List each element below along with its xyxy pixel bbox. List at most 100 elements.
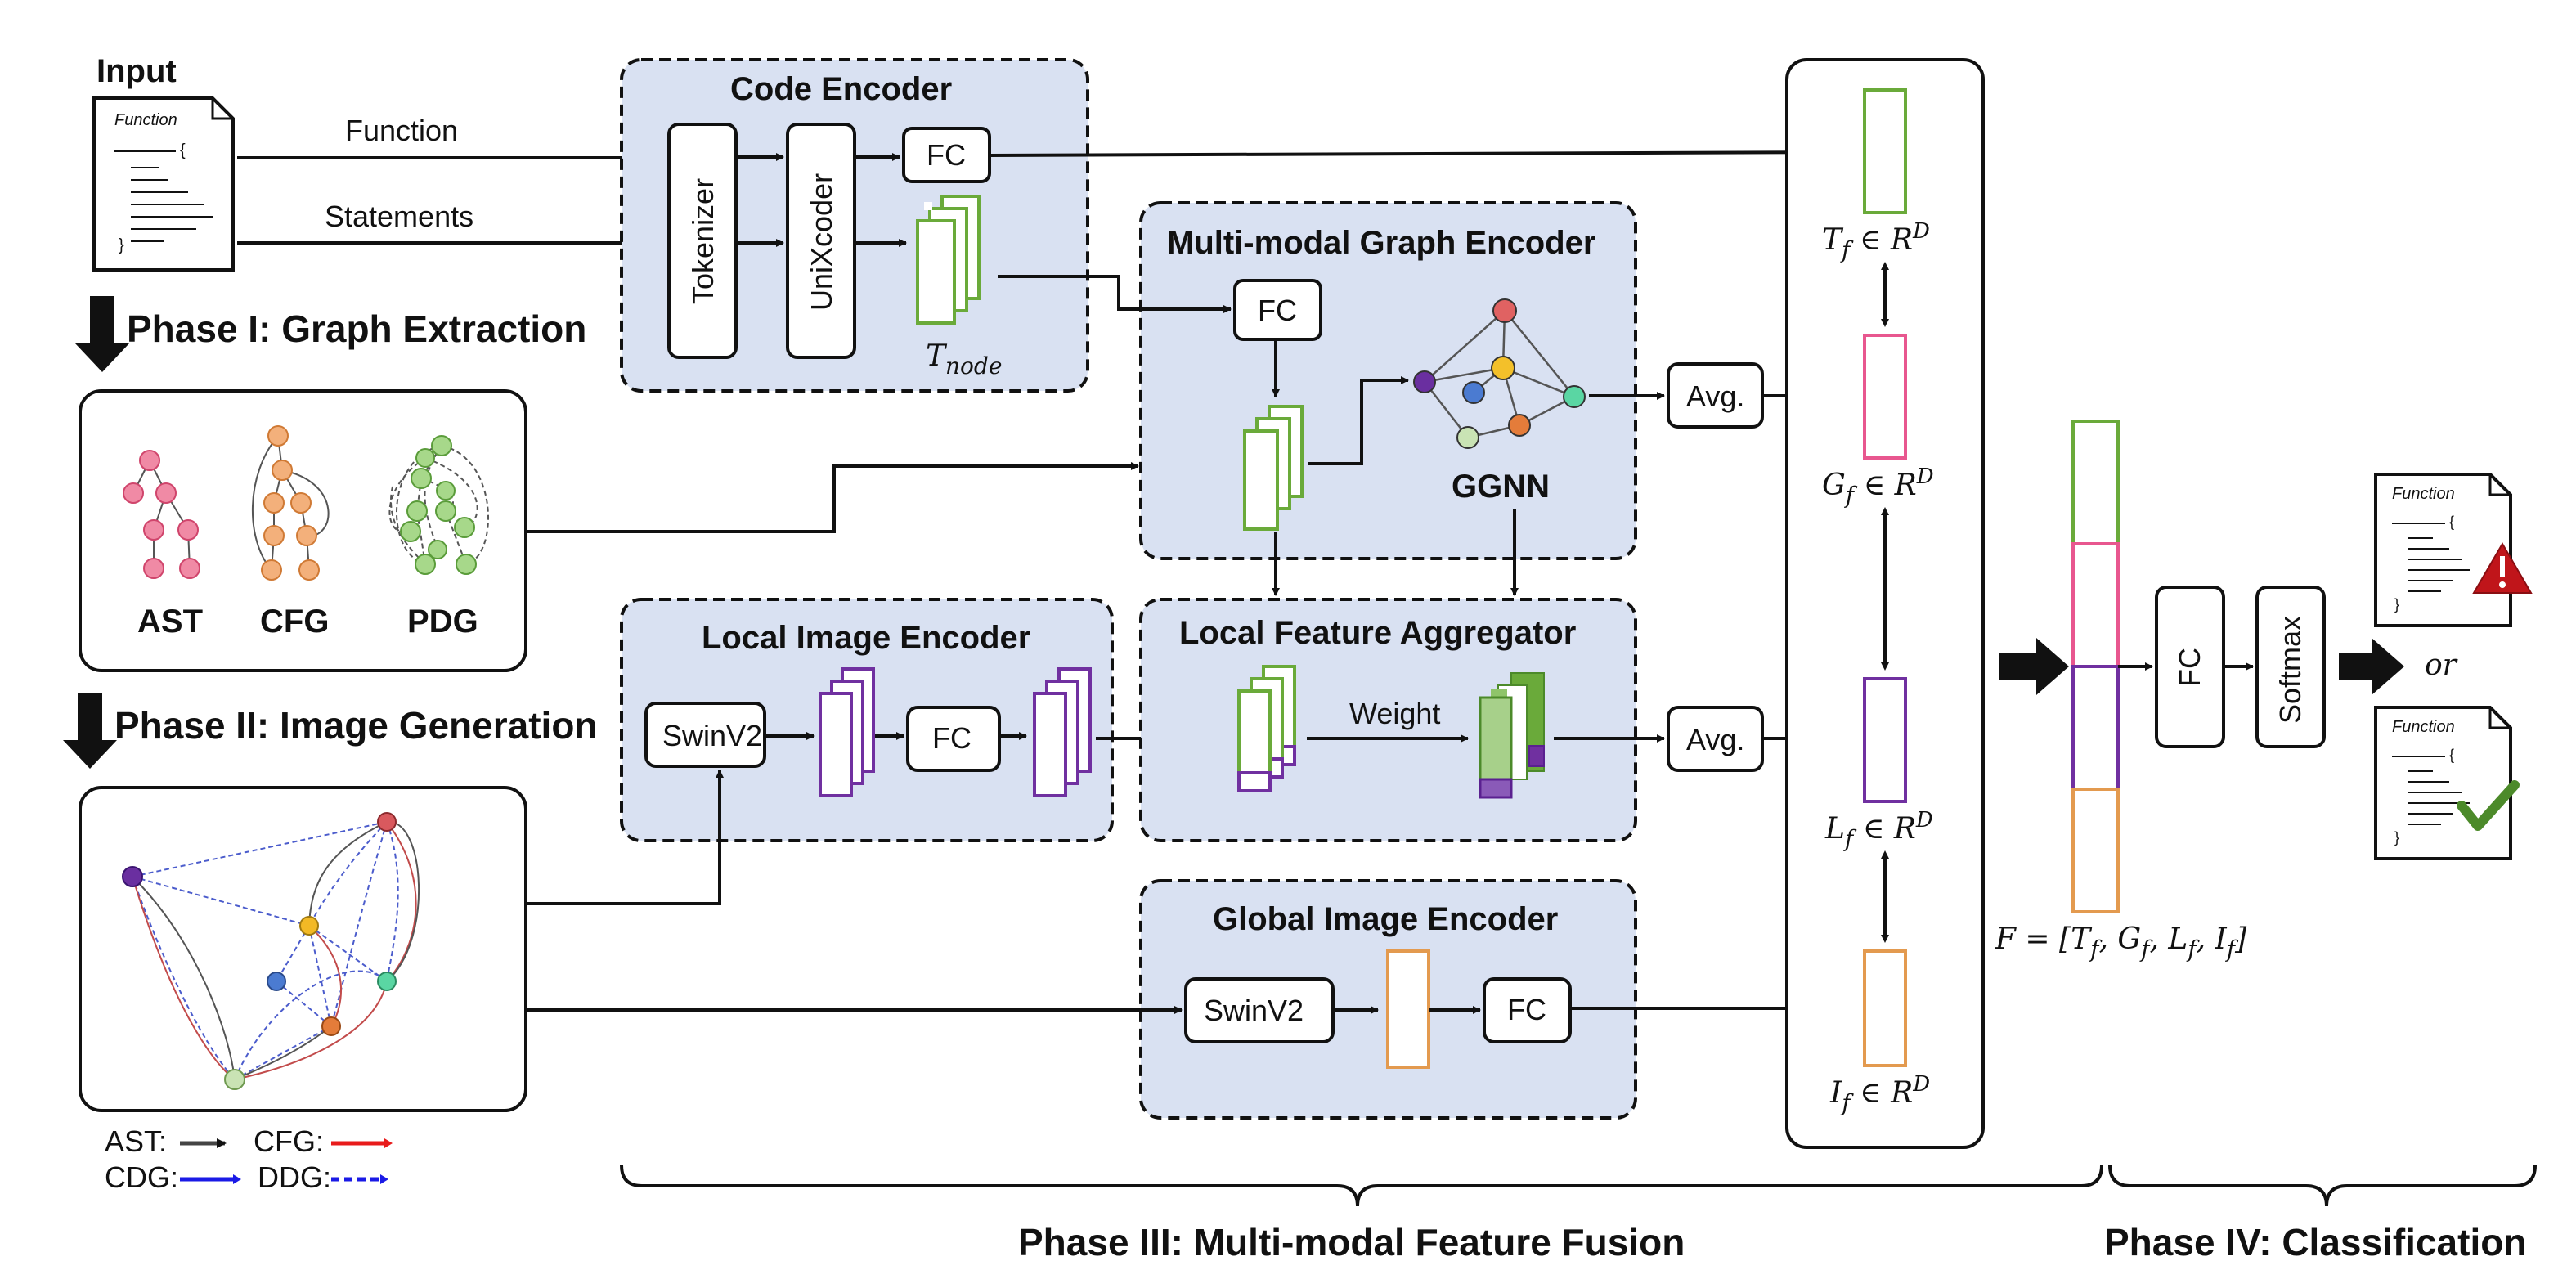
pdg-label: PDG <box>407 604 478 640</box>
local-fc-feature-stack <box>1033 667 1092 797</box>
tf-base: T <box>1822 223 1844 257</box>
if-base: I <box>1829 1076 1842 1110</box>
safe-output-document: Function { } <box>2374 706 2512 860</box>
if-vector <box>1863 949 1907 1067</box>
tf-sup: D <box>1912 219 1930 244</box>
avg-local-label: Avg. <box>1686 723 1744 756</box>
phase1-label: Phase I: Graph Extraction <box>127 307 586 350</box>
phase2-label: Phase II: Image Generation <box>114 704 598 747</box>
image-generation-panel <box>79 786 527 1112</box>
phase1-down-arrow <box>75 296 129 372</box>
tf-in: ∈ R <box>1850 223 1913 257</box>
gf-base: G <box>1822 469 1846 502</box>
avg-graph-label: Avg. <box>1686 379 1744 413</box>
if-sup: D <box>1912 1072 1930 1097</box>
fused-part1: F = [T <box>1995 922 2093 956</box>
ast-graph-icon <box>123 450 200 579</box>
or-label: or <box>2425 648 2458 682</box>
code-encoder-title: Code Encoder <box>730 71 952 107</box>
cfg-graph-icon <box>252 425 330 581</box>
if-in: ∈ R <box>1851 1076 1914 1110</box>
vulnerable-doc-title: Function <box>2392 485 2455 503</box>
weight-label: Weight <box>1349 697 1440 730</box>
legend-ddg: DDG: <box>258 1160 331 1194</box>
safe-doc-title: Function <box>2392 718 2455 736</box>
fused-part4: , I <box>2197 922 2228 956</box>
generated-graph-image <box>122 812 420 1090</box>
fusion-arrow <box>1999 638 2069 695</box>
safe-doc-brace-open: { <box>2449 747 2454 763</box>
classifier-fc-label: FC <box>2173 648 2206 687</box>
local-swin-label: SwinV2 <box>662 719 762 752</box>
global-swin-label: SwinV2 <box>1204 994 1304 1027</box>
arrow-graph-panel-to-encoder <box>526 462 1139 533</box>
legend-cfg: CFG: <box>254 1124 324 1158</box>
unixcoder-label: UniXcoder <box>805 173 838 311</box>
global-fc-box <box>1483 977 1572 1043</box>
graph-node-feature-stack <box>1243 405 1304 531</box>
global-fc-label: FC <box>1507 993 1546 1026</box>
fused-feature-vector <box>2071 420 2120 913</box>
tokenizer-box <box>667 123 738 359</box>
graph-encoder-title: Multi-modal Graph Encoder <box>1167 225 1595 261</box>
graph-fc-label: FC <box>1258 294 1297 327</box>
ast-label: AST <box>137 604 203 640</box>
phase3-brace <box>620 1165 2103 1207</box>
vulnerable-doc-brace-close: } <box>2394 596 2399 613</box>
function-label: Function <box>345 114 458 147</box>
lf-in: ∈ R <box>1853 812 1916 846</box>
t-node-base: T <box>926 339 948 373</box>
phase3-label: Phase III: Multi-modal Feature Fusion <box>1018 1221 1685 1263</box>
arrow-tnode-to-graph-fc <box>998 275 1232 313</box>
tf-vector <box>1863 88 1907 214</box>
cfg-label: CFG <box>260 604 329 640</box>
lf-label: Lf ∈ RD <box>1824 808 1933 852</box>
weighted-feature-stack <box>1479 672 1545 799</box>
input-doc-brace-open: { <box>180 141 186 159</box>
softmax-label: Softmax <box>2273 616 2307 724</box>
gf-vector <box>1863 334 1907 460</box>
lf-sup: D <box>1915 808 1933 832</box>
t-node-feature-stack <box>916 195 981 325</box>
gf-in: ∈ R <box>1854 469 1917 502</box>
warning-icon <box>2472 542 2533 594</box>
local-image-encoder-title: Local Image Encoder <box>702 620 1030 656</box>
input-doc-title: Function <box>114 111 177 129</box>
unixcoder-box <box>786 123 856 359</box>
if-label: If ∈ RD <box>1829 1072 1930 1116</box>
arrow-image-to-local-swin <box>526 770 724 905</box>
vulnerable-doc-brace-open: { <box>2449 514 2454 530</box>
graph-fc-box <box>1233 279 1322 341</box>
lf-base: L <box>1824 812 1845 846</box>
input-doc-brace-close: } <box>119 236 124 254</box>
legend-ast: AST: <box>105 1124 167 1158</box>
softmax-box <box>2255 586 2326 748</box>
lf-vector <box>1863 677 1907 803</box>
phase2-down-arrow <box>63 693 117 769</box>
local-image-feature-stack <box>819 667 875 797</box>
ggnn-graph-icon <box>1413 298 1586 449</box>
tokenizer-label: Tokenizer <box>686 178 720 304</box>
gf-sup: D <box>1916 464 1934 489</box>
local-feature-aggregator-title: Local Feature Aggregator <box>1179 615 1576 651</box>
phase4-label: Phase IV: Classification <box>2104 1221 2526 1263</box>
local-fc-box <box>906 706 1001 772</box>
global-image-encoder-title: Global Image Encoder <box>1213 901 1558 937</box>
statements-label: Statements <box>325 200 473 233</box>
fused-part2: , G <box>2098 922 2141 956</box>
local-fc-label: FC <box>932 721 972 755</box>
arrow-stack-to-ggnn <box>1308 376 1409 465</box>
aggregator-combined-stack <box>1237 665 1296 792</box>
ggnn-label: GGNN <box>1452 469 1550 505</box>
vulnerable-output-document: Function { } <box>2374 473 2512 627</box>
checkmark-icon <box>2457 780 2520 831</box>
code-fc-label: FC <box>927 138 966 172</box>
t-node-sub: node <box>945 352 1002 379</box>
safe-doc-brace-close: } <box>2394 829 2399 846</box>
tf-label: Tf ∈ RD <box>1822 219 1930 263</box>
pdg-graph-icon <box>388 435 490 575</box>
global-feature-vector <box>1386 949 1430 1069</box>
arrow-fc-to-tf <box>989 148 1857 157</box>
legend-cdg: CDG: <box>105 1160 178 1194</box>
